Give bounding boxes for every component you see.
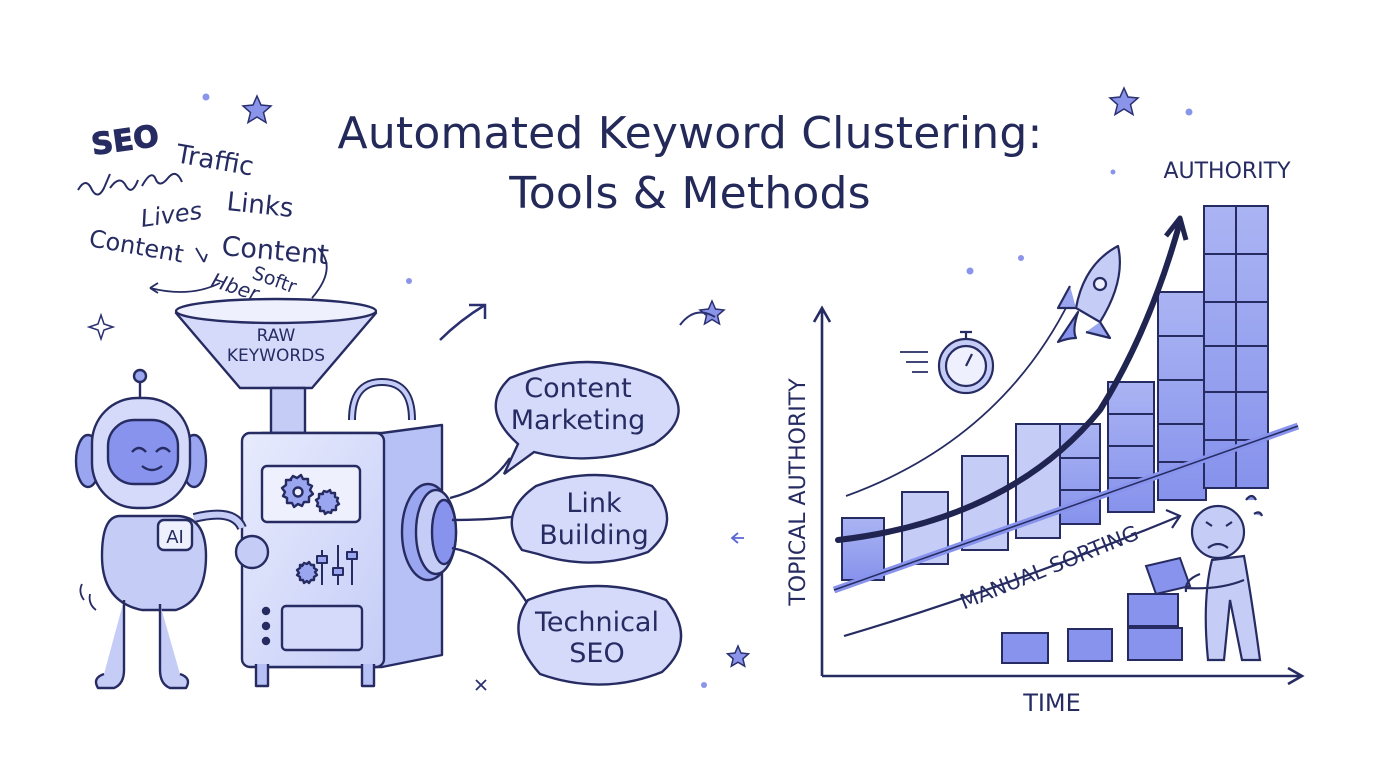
keyword-word: Traffic (173, 139, 256, 182)
manual-sorting-line (843, 508, 1182, 638)
output-label-line-2: Marketing (511, 405, 646, 436)
x-axis (822, 666, 1305, 686)
robot-badge: AI (166, 527, 184, 548)
keyword-word: SEO (89, 119, 161, 163)
keyword-word: Content (87, 224, 186, 268)
x-axis-label: TIME (1022, 689, 1081, 717)
star-icon (241, 94, 273, 125)
machine (240, 378, 458, 688)
y-axis-label: TOPICAL AUTHORITY (786, 378, 811, 607)
funnel-label-line-1: RAW (257, 326, 296, 346)
bar (841, 517, 885, 581)
sparkle-small-icon (475, 679, 487, 691)
robot-eye (155, 446, 171, 453)
keyword-word: Links (225, 187, 295, 224)
authority-arrowhead (1164, 215, 1189, 241)
robot-mascot (74, 368, 270, 690)
keyword-cloud: SEO Traffic Links Lives Content Content … (77, 118, 330, 306)
arrow-left-icon (730, 532, 744, 544)
title-block: Automated Keyword Clustering: Tools & Me… (240, 104, 1140, 224)
decorative-dots (202, 93, 1193, 688)
star-icon (725, 644, 751, 668)
title-line-2: Tools & Methods (509, 168, 871, 219)
curve-label: AUTHORITY (1163, 159, 1291, 184)
keyword-word: Lives (139, 197, 204, 233)
output-label-line-2: SEO (569, 638, 624, 669)
funnel (174, 297, 378, 435)
curved-arrow-icon (679, 311, 716, 326)
scribble-word (77, 172, 183, 196)
output-label-line-1: Technical (534, 607, 659, 638)
output-label-line-1: Content (524, 373, 631, 404)
star-icon (698, 299, 726, 326)
keyword-word: Content (220, 231, 330, 271)
funnel-label-line-2: KEYWORDS (227, 346, 325, 366)
rocket-icon (1056, 244, 1121, 344)
title-line-1: Automated Keyword Clustering: (337, 108, 1043, 159)
arrow-up-right-icon (439, 303, 487, 341)
sparkle-icon (86, 312, 116, 342)
gear-icon (314, 488, 341, 516)
trend-band (833, 425, 1299, 591)
output-bubble-content-marketing: Content Marketing (494, 360, 680, 475)
slider-controls (316, 545, 358, 585)
stressed-person (1184, 494, 1264, 662)
robot-mouth (141, 465, 163, 472)
output-bubble-technical-seo: Technical SEO (517, 584, 683, 686)
robot-eye (131, 446, 147, 453)
manual-blocks (1001, 556, 1192, 664)
output-label-line-1: Link (566, 488, 622, 519)
authority-chart: TOPICAL AUTHORITY TIME (786, 159, 1305, 717)
ghost-curve (845, 299, 1071, 497)
gear-icon (295, 560, 319, 585)
stopwatch-icon (900, 330, 995, 395)
output-bubble-link-building: Link Building (510, 473, 669, 564)
decorative-stars (86, 86, 1140, 668)
star-icon (1108, 86, 1140, 117)
output-label-line-2: Building (539, 520, 649, 551)
y-axis (812, 305, 832, 676)
authority-curve (835, 219, 1183, 543)
